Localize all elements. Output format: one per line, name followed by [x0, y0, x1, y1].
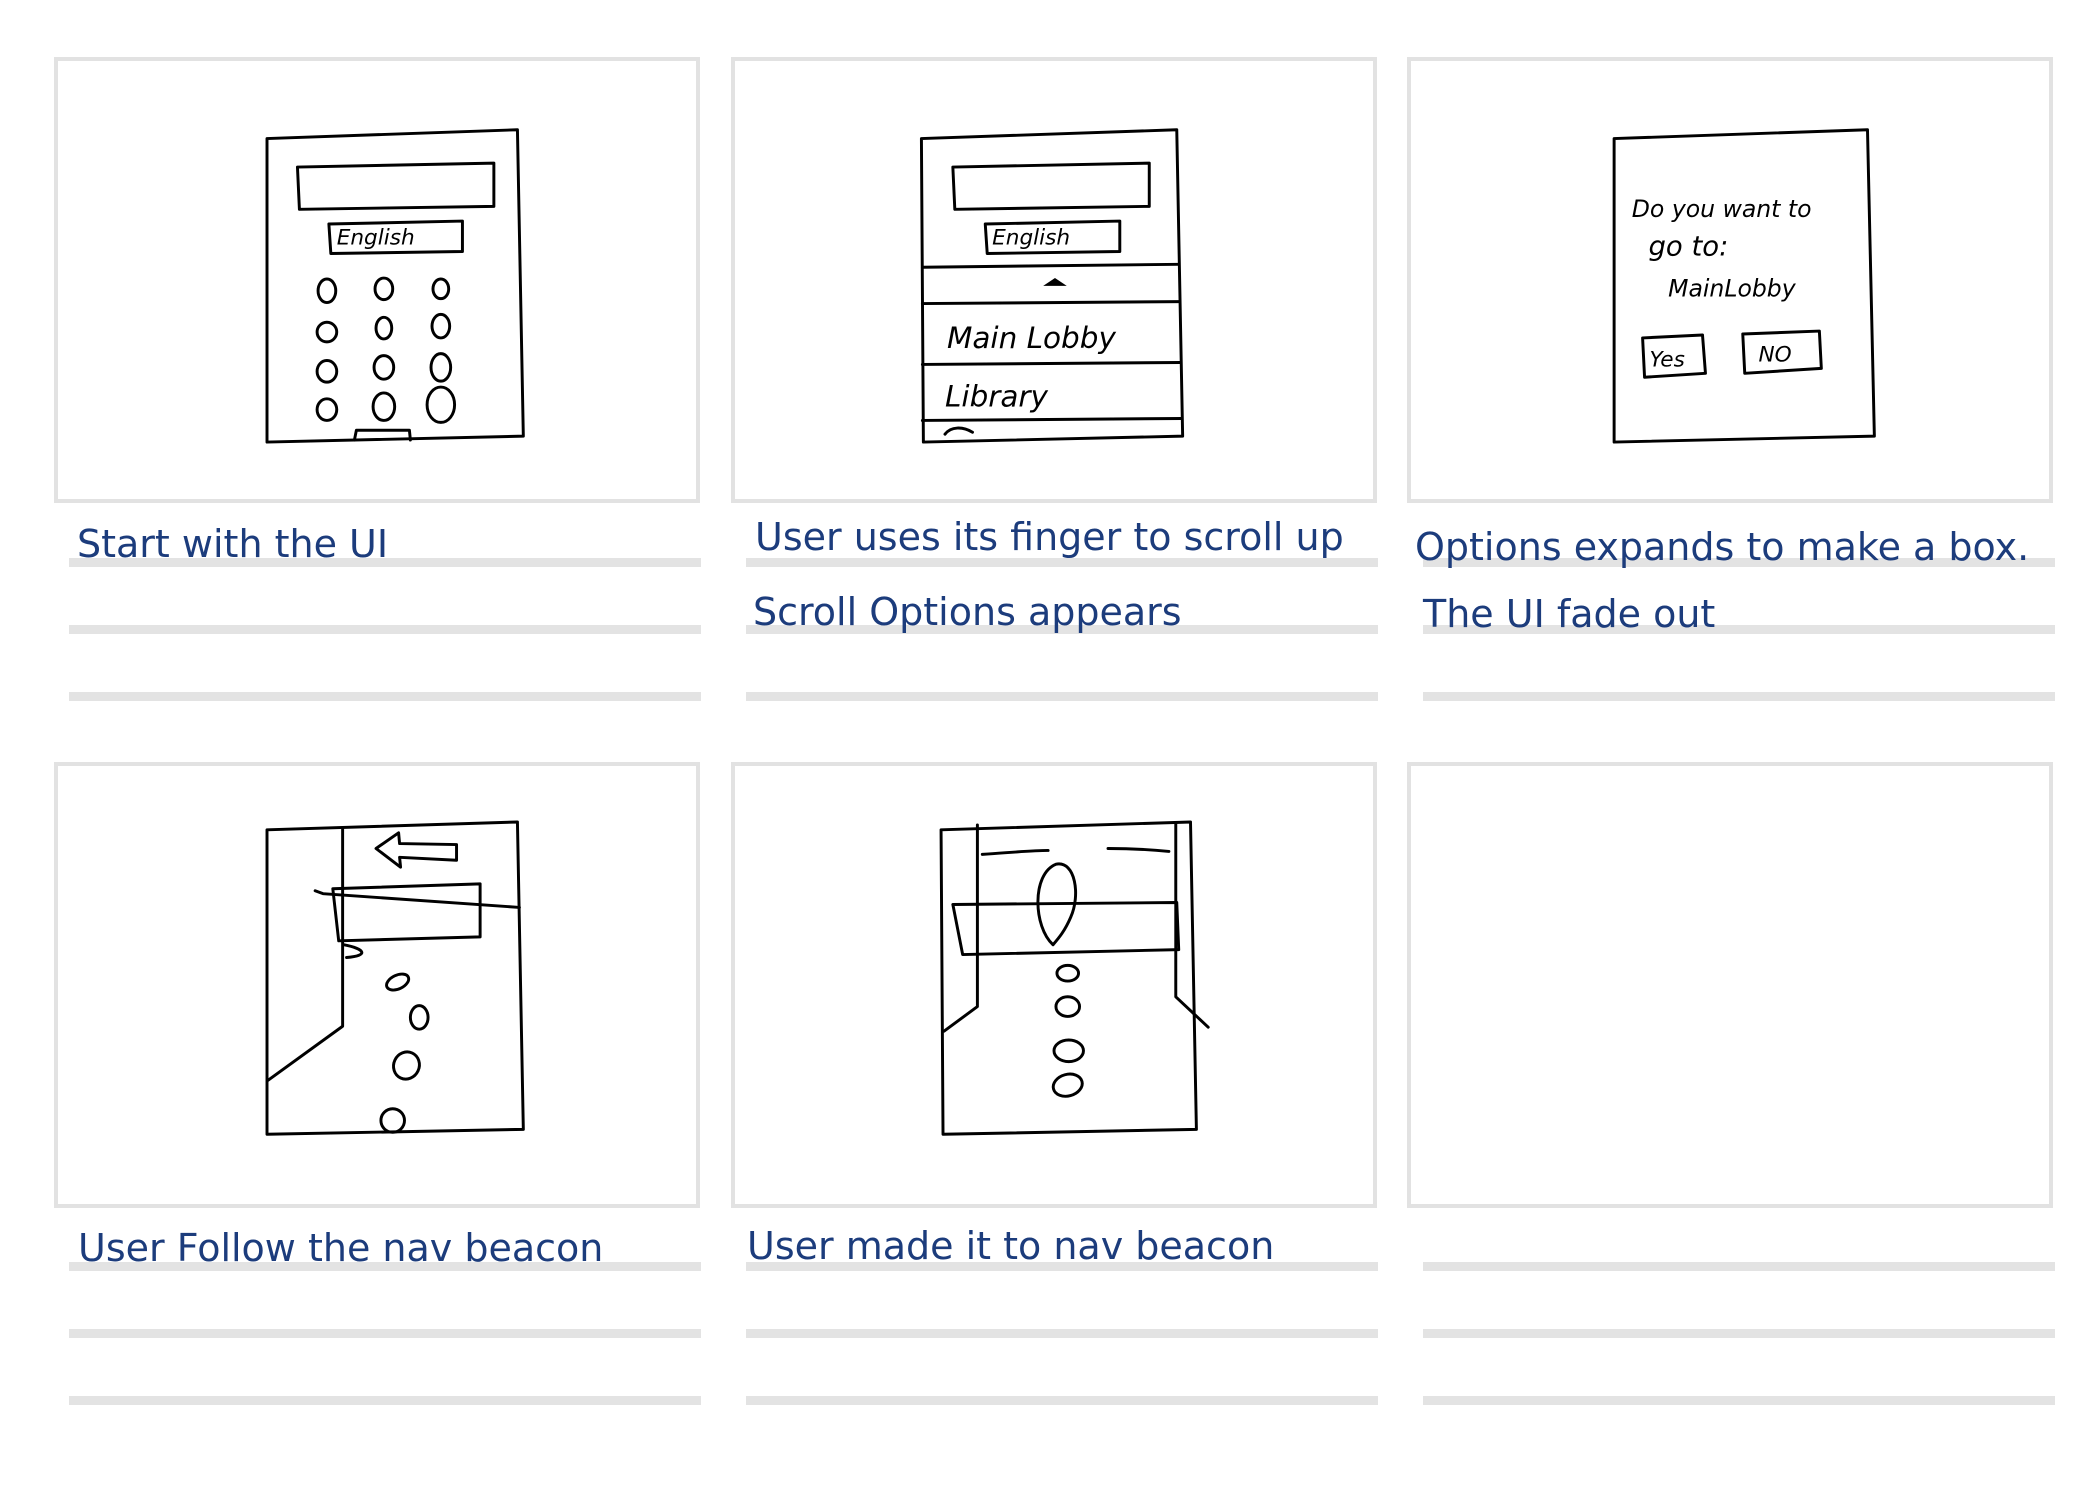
caption-rule: [69, 1396, 701, 1405]
option-main-lobby: Main Lobby: [947, 321, 1116, 355]
nav-beacon-dots-sketch: [379, 972, 430, 1134]
sketch-arrived-nav-beacon: [939, 820, 1210, 1136]
caption-rule: [746, 625, 1378, 634]
caption-rule: [69, 625, 701, 634]
storyboard-frame-3: Do you want to go to: MainLobby Yes NO: [1407, 57, 2053, 503]
sketch-confirm-box: Do you want to go to: MainLobby Yes NO: [1612, 128, 1876, 444]
caption-rule: [1423, 1396, 2055, 1405]
caption-frame-3-line-1: Options expands to make a box.: [1415, 525, 2030, 569]
language-button-label: English: [992, 226, 1070, 251]
storyboard-frame-1: English: [54, 57, 700, 503]
caption-frame-1-line-1: Start with the UI: [77, 522, 389, 566]
sketch-follow-nav-beacon: [265, 820, 525, 1136]
caption-rule: [69, 1329, 701, 1338]
caption-rule: [746, 1396, 1378, 1405]
confirm-destination: MainLobby: [1668, 275, 1797, 303]
caption-rule: [69, 692, 701, 701]
caption-frame-3-line-2: The UI fade out: [1423, 592, 1716, 636]
caption-rule: [1423, 692, 2055, 701]
no-button-label: NO: [1758, 343, 1791, 368]
caption-frame-4-line-1: User Follow the nav beacon: [78, 1226, 604, 1270]
storyboard-frame-6: [1407, 762, 2053, 1208]
nav-beacon-dots-sketch: [1051, 963, 1085, 1098]
yes-button-sketch: [1641, 333, 1707, 379]
option-library: Library: [945, 380, 1049, 414]
storyboard-frame-4: [54, 762, 700, 1208]
storyboard-frame-2: English Main Lobby Library: [731, 57, 1377, 503]
arrow-left-icon: [374, 831, 459, 869]
scroll-up-caret-icon: [1043, 278, 1067, 286]
sketch-scroll-options: English Main Lobby Library: [919, 128, 1185, 444]
sketch-start-ui: English: [265, 128, 525, 444]
keypad-sketch: [315, 276, 457, 424]
caption-rule: [746, 692, 1378, 701]
caption-frame-2-line-2: Scroll Options appears: [753, 590, 1182, 634]
no-button-sketch: [1741, 329, 1823, 375]
caption-rule: [746, 558, 1378, 567]
caption-rule: [1423, 1262, 2055, 1271]
caption-rule: [746, 1262, 1378, 1271]
caption-rule: [69, 1262, 701, 1271]
yes-button-label: Yes: [1649, 347, 1684, 372]
confirm-prompt-line2: go to:: [1648, 230, 1728, 262]
caption-rule: [69, 558, 701, 567]
caption-rule: [1423, 1329, 2055, 1338]
caption-frame-2-line-1: User uses its finger to scroll up: [755, 515, 1344, 559]
caption-frame-5-line-1: User made it to nav beacon: [747, 1224, 1275, 1268]
caption-rule: [1423, 625, 2055, 634]
caption-rule: [1423, 558, 2055, 567]
language-button-label: English: [337, 226, 415, 251]
caption-rule: [746, 1329, 1378, 1338]
confirm-prompt-line1: Do you want to: [1632, 195, 1812, 223]
storyboard-frame-5: [731, 762, 1377, 1208]
